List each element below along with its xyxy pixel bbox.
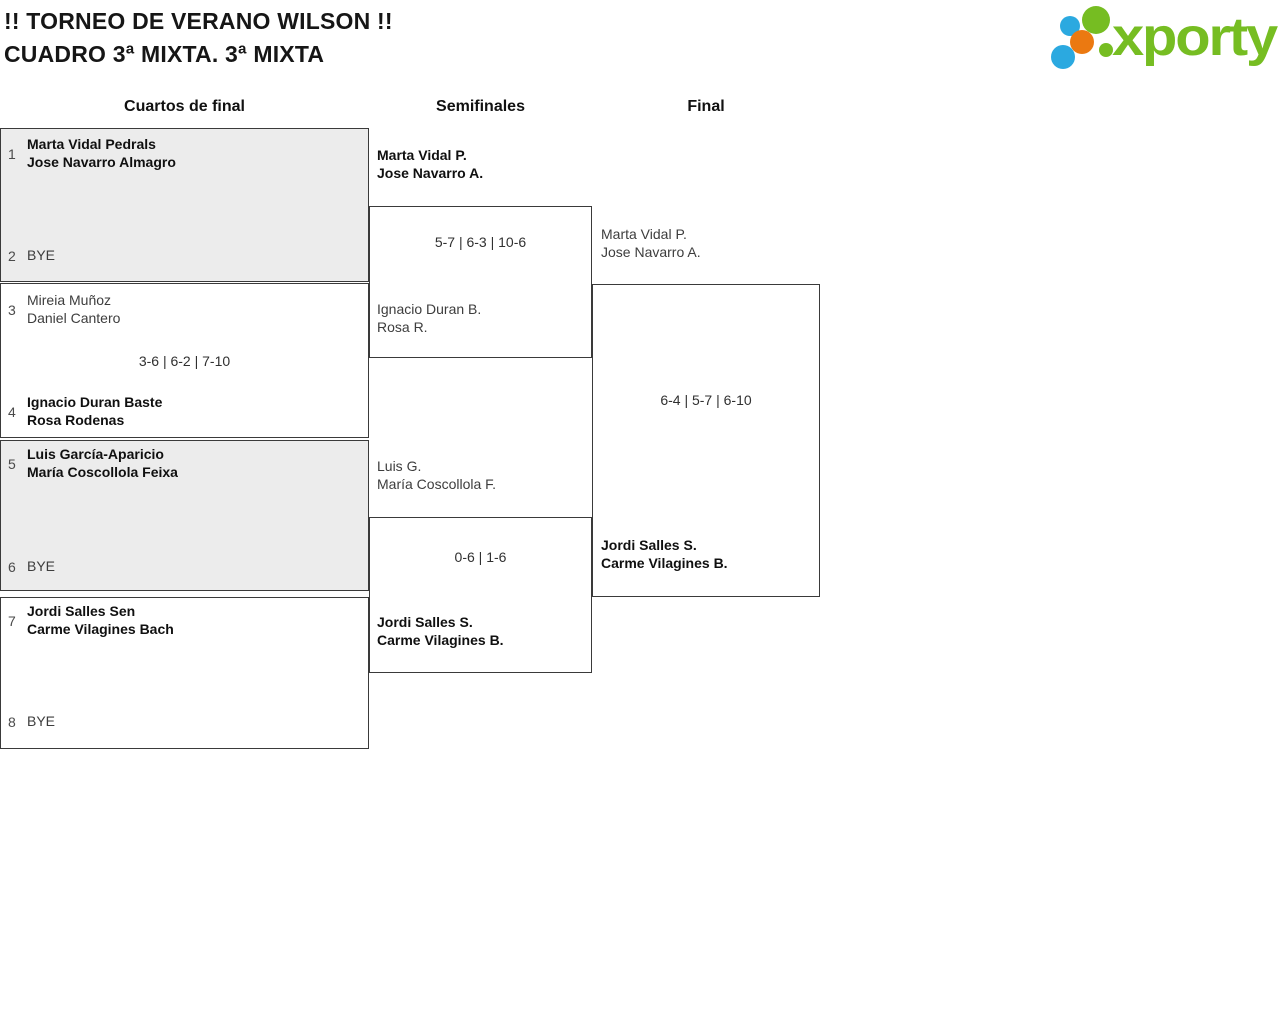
- participant-names: Jordi Salles Sen Carme Vilagines Bach: [27, 603, 174, 637]
- logo-dot-green-large-icon: [1082, 6, 1110, 34]
- draw-name: CUADRO 3ª MIXTA. 3ª MIXTA: [4, 41, 325, 67]
- seed-number: 7: [8, 612, 16, 629]
- sf1-top-participant[interactable]: Marta Vidal P. Jose Navarro A.: [377, 147, 484, 181]
- final-bottom-participant[interactable]: Jordi Salles S. Carme Vilagines B.: [601, 537, 728, 571]
- match-score-sf-1: 5-7 | 6-3 | 10-6: [434, 234, 527, 250]
- seed-number: 8: [8, 713, 16, 730]
- match-box-qf-2[interactable]: [0, 283, 369, 438]
- participant-names: Mireia Muñoz Daniel Cantero: [27, 292, 121, 326]
- tournament-name: !! TORNEO DE VERANO WILSON !!: [4, 8, 393, 34]
- round-header-quarterfinals: Cuartos de final: [124, 98, 245, 115]
- participant-row-seed-7[interactable]: 7 Jordi Salles Sen Carme Vilagines Bach: [0, 603, 174, 638]
- sf2-top-participant[interactable]: Luis G. María Coscollola F.: [377, 458, 497, 492]
- seed-number: 5: [8, 455, 16, 472]
- seed-number: 2: [8, 247, 16, 264]
- logo-dot-orange-icon: [1070, 30, 1094, 54]
- participant-row-seed-8[interactable]: 8 BYE: [0, 713, 55, 731]
- seed-number: 4: [8, 403, 16, 420]
- match-score-sf-2: 0-6 | 1-6: [454, 549, 507, 565]
- xporty-logo[interactable]: xporty: [1046, 0, 1280, 72]
- participant-row-seed-3[interactable]: 3 Mireia Muñoz Daniel Cantero: [0, 292, 120, 327]
- logo-dot-blue-small-icon: [1060, 16, 1080, 36]
- participant-row-seed-2[interactable]: 2 BYE: [0, 247, 55, 265]
- participant-names: BYE: [27, 713, 56, 729]
- seed-number: 6: [8, 558, 16, 575]
- logo-dot-green-small-icon: [1099, 43, 1113, 57]
- seed-number: 1: [8, 145, 16, 162]
- match-score-qf-2: 3-6 | 6-2 | 7-10: [138, 353, 231, 369]
- match-box-sf-2[interactable]: [369, 517, 592, 673]
- match-score-final: 6-4 | 5-7 | 6-10: [660, 392, 752, 408]
- seed-number: 3: [8, 301, 16, 318]
- participant-names: Ignacio Duran Baste Rosa Rodenas: [27, 394, 163, 428]
- match-box-qf-4[interactable]: [0, 597, 369, 749]
- page-title: !! TORNEO DE VERANO WILSON !! CUADRO 3ª …: [4, 5, 393, 71]
- logo-wordmark: xporty: [1112, 7, 1278, 67]
- participant-names: BYE: [27, 558, 56, 574]
- final-top-participant[interactable]: Marta Vidal P. Jose Navarro A.: [601, 226, 701, 260]
- match-box-sf-1[interactable]: [369, 206, 592, 358]
- participant-row-seed-5[interactable]: 5 Luis García-Aparicio María Coscollola …: [0, 446, 178, 481]
- match-box-qf-3[interactable]: [0, 440, 369, 591]
- sf2-bottom-participant[interactable]: Jordi Salles S. Carme Vilagines B.: [377, 614, 504, 648]
- participant-names: BYE: [27, 247, 56, 263]
- logo-dot-blue-large-icon: [1051, 45, 1075, 69]
- round-header-final: Final: [687, 98, 725, 115]
- participant-row-seed-6[interactable]: 6 BYE: [0, 558, 55, 576]
- sf1-bottom-participant[interactable]: Ignacio Duran B. Rosa R.: [377, 301, 482, 335]
- participant-names: Marta Vidal Pedrals Jose Navarro Almagro: [27, 136, 176, 170]
- participant-row-seed-1[interactable]: 1 Marta Vidal Pedrals Jose Navarro Almag…: [0, 136, 176, 171]
- match-box-qf-1[interactable]: [0, 128, 369, 282]
- match-box-final[interactable]: [592, 284, 820, 597]
- participant-names: Luis García-Aparicio María Coscollola Fe…: [27, 446, 178, 480]
- round-header-semifinals: Semifinales: [436, 98, 525, 115]
- participant-row-seed-4[interactable]: 4 Ignacio Duran Baste Rosa Rodenas: [0, 394, 162, 429]
